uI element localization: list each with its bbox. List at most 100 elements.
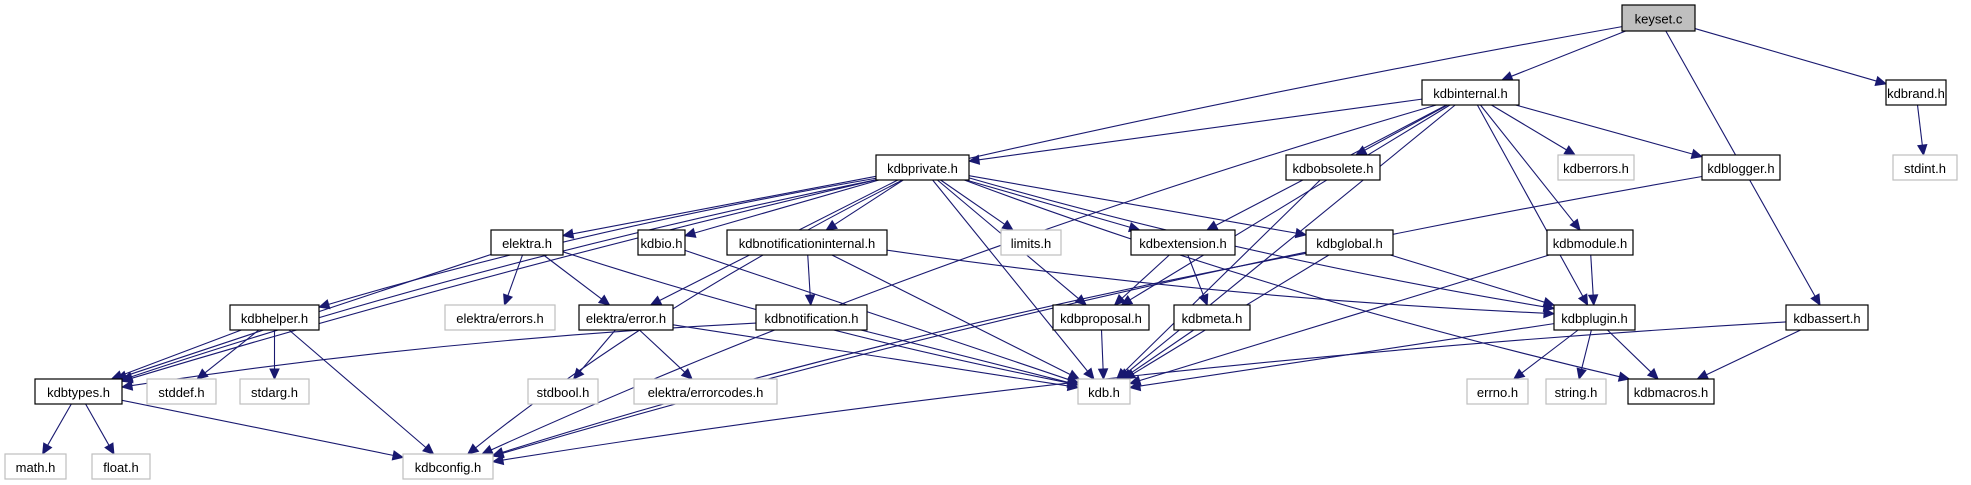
node-kdbnotification-h[interactable]: kdbnotification.h: [755, 304, 868, 331]
edge-elektra_error_h-to-stdbool_h: [579, 329, 616, 372]
node-kdbextension-h[interactable]: kdbextension.h: [1130, 229, 1236, 256]
node-box[interactable]: [490, 229, 564, 256]
arrowhead-icon: [1587, 294, 1599, 307]
node-box: [4, 453, 67, 480]
arrowhead-icon: [1917, 143, 1928, 157]
node-kdbprivate-h[interactable]: kdbprivate.h: [875, 154, 970, 181]
node-label: keyset.c: [1635, 12, 1683, 27]
node-elektra-h[interactable]: elektra.h: [490, 229, 564, 256]
node-label: kdbnotification.h: [765, 311, 859, 326]
arrowhead-icon: [269, 368, 280, 381]
node-kdbio-h[interactable]: kdbio.h: [637, 229, 686, 256]
node-box: [1892, 154, 1958, 181]
edge-keyset_c-to-kdbinternal_h: [1511, 30, 1626, 77]
edge-kdbhelper_h-to-kdbconfig_h: [288, 329, 427, 448]
edge-elektra_h-to-elektra_error_h: [543, 254, 602, 300]
nodes-layer: keyset.c kdbinternal.h kdbrand.h stdint.h kd…: [4, 4, 1958, 480]
arrowhead-icon: [120, 380, 134, 391]
node-label: elektra.h: [502, 236, 552, 251]
node-keyset-c[interactable]: keyset.c: [1621, 4, 1696, 32]
node-box[interactable]: [875, 154, 970, 181]
edge-kdbhelper_h-to-kdbtypes_h: [120, 329, 242, 376]
node-kdbinternal-h[interactable]: kdbinternal.h: [1421, 79, 1520, 106]
node-label: kdbnotificationinternal.h: [739, 236, 876, 251]
node-kdb-h: kdb.h: [1077, 378, 1131, 405]
node-box[interactable]: [755, 304, 868, 331]
arrowhead-icon: [1294, 227, 1308, 239]
node-kdbobsolete-h[interactable]: kdbobsolete.h: [1285, 154, 1381, 181]
arrowhead-icon: [1577, 293, 1589, 307]
node-kdbplugin-h[interactable]: kdbplugin.h: [1553, 304, 1636, 331]
arrowhead-icon: [1810, 293, 1821, 307]
node-label: kdb.h: [1088, 385, 1120, 400]
edge-elektra_error_h-to-kdb_h: [672, 324, 1069, 387]
node-box[interactable]: [1621, 4, 1696, 32]
edge-kdbinternal_h-to-kdb_h: [1126, 104, 1456, 374]
node-kdbmeta-h[interactable]: kdbmeta.h: [1173, 304, 1251, 331]
node-box[interactable]: [229, 304, 320, 331]
node-label: float.h: [103, 460, 138, 475]
node-box[interactable]: [1421, 79, 1520, 106]
node-box: [146, 378, 217, 405]
node-box[interactable]: [1701, 154, 1781, 181]
node-label: elektra/error.h: [586, 311, 666, 326]
node-elektra-error-h[interactable]: elektra/error.h: [578, 304, 674, 331]
node-kdbglobal-h[interactable]: kdbglobal.h: [1305, 229, 1394, 256]
node-box[interactable]: [1130, 229, 1236, 256]
node-kdblogger-h[interactable]: kdblogger.h: [1701, 154, 1781, 181]
node-kdbproposal-h[interactable]: kdbproposal.h: [1052, 304, 1150, 331]
edge-kdbinternal_h-to-kdberrors_h: [1491, 104, 1567, 151]
node-kdbmacros-h[interactable]: kdbmacros.h: [1627, 378, 1715, 405]
arrowhead-icon: [1617, 371, 1631, 382]
node-box[interactable]: [1785, 304, 1869, 331]
node-box[interactable]: [1553, 304, 1636, 331]
arrowhead-icon: [1874, 75, 1888, 86]
arrowhead-icon: [196, 368, 209, 380]
node-box[interactable]: [1305, 229, 1394, 256]
edge-kdbplugin_h-to-kdbmacros_h: [1607, 329, 1652, 373]
node-kdbtypes-h[interactable]: kdbtypes.h: [34, 378, 123, 405]
arrowhead-icon: [683, 227, 697, 238]
arrowhead-icon: [391, 450, 405, 461]
node-box[interactable]: [578, 304, 674, 331]
arrowhead-icon: [967, 154, 981, 165]
node-box[interactable]: [1546, 229, 1634, 256]
edge-kdbtypes_h-to-kdbconfig_h: [121, 399, 394, 456]
node-kdbassert-h[interactable]: kdbassert.h: [1785, 304, 1869, 331]
node-box[interactable]: [1885, 79, 1947, 106]
node-stdint-h: stdint.h: [1892, 154, 1958, 181]
node-box[interactable]: [1285, 154, 1381, 181]
edge-kdbrand_h-to-stdint_h: [1916, 104, 1923, 146]
arrowhead-icon: [1097, 368, 1109, 381]
node-label: kdbassert.h: [1793, 311, 1860, 326]
node-kdbmodule-h[interactable]: kdbmodule.h: [1546, 229, 1634, 256]
arrowhead-icon: [1128, 380, 1142, 392]
node-box[interactable]: [34, 378, 123, 405]
node-label: kdbmeta.h: [1182, 311, 1243, 326]
edge-kdbnotification_h-to-kdb_h: [860, 329, 1069, 384]
node-label: limits.h: [1011, 236, 1051, 251]
edge-kdbplugin_h-to-string_h: [1581, 329, 1592, 370]
node-label: stdbool.h: [537, 385, 590, 400]
node-box[interactable]: [726, 229, 888, 256]
arrowhead-icon: [1205, 220, 1219, 231]
node-box[interactable]: [637, 229, 686, 256]
arrowhead-icon: [804, 294, 816, 307]
node-box[interactable]: [1627, 378, 1715, 405]
edge-elektra_h-to-elektra_errors_h: [507, 254, 524, 296]
node-box[interactable]: [1052, 304, 1150, 331]
arrowhead-icon: [481, 444, 494, 455]
edge-kdbinternal_h-to-kdbmodule_h: [1480, 104, 1575, 223]
node-elektra-errors-h: elektra/errors.h: [444, 304, 556, 331]
edge-keyset_c-to-kdbtypes_h: [131, 26, 1623, 379]
node-kdbnotificationinternal-h[interactable]: kdbnotificationinternal.h: [726, 229, 888, 256]
arrowhead-icon: [422, 443, 435, 455]
node-box: [527, 378, 599, 405]
node-kdbrand-h[interactable]: kdbrand.h: [1885, 79, 1947, 106]
node-kdbhelper-h[interactable]: kdbhelper.h: [229, 304, 320, 331]
arrowhead-icon: [1696, 369, 1710, 380]
edge-kdbassert_h-to-kdbconfig_h: [502, 321, 1787, 461]
edge-kdbextension_h-to-kdbproposal_h: [1121, 254, 1170, 299]
node-box[interactable]: [1173, 304, 1251, 331]
edge-kdbmodule_h-to-kdbplugin_h: [1590, 254, 1594, 296]
